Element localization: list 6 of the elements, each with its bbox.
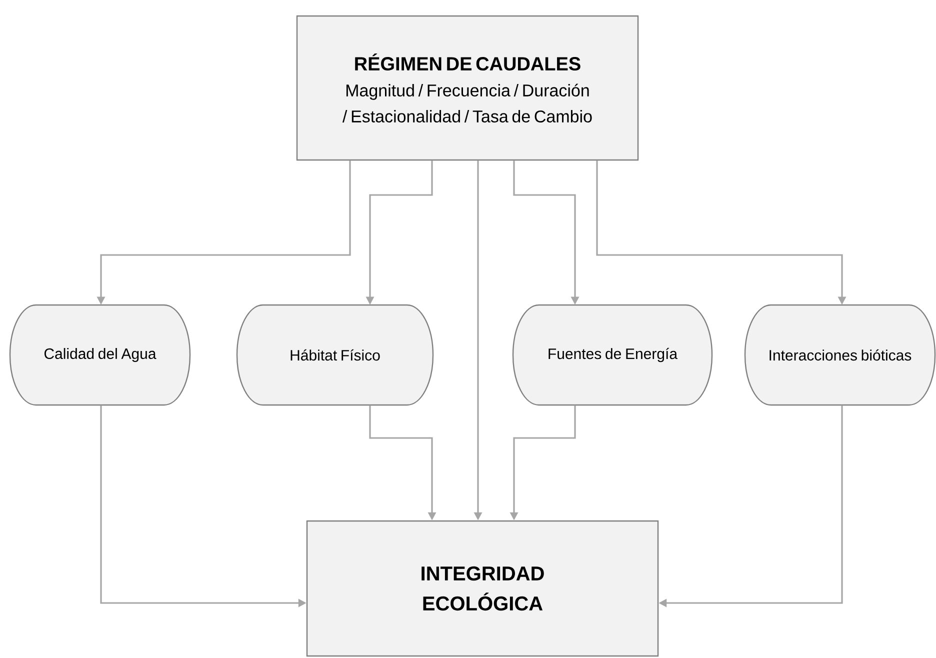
rounded-box: Hábitat Físico bbox=[236, 304, 434, 406]
rounded-box: Interacciones bióticas bbox=[744, 304, 936, 406]
process-box: RÉGIMEN DE CAUDALES Magnitud / Frecuencia / Duración / Estacionalidad / Tasa de Cambio bbox=[296, 15, 639, 161]
rounded-box: Fuentes de Energía bbox=[512, 304, 713, 406]
rounded-box: Calidad del Agua bbox=[9, 304, 191, 406]
process-box: INTEGRIDAD ECOLÓGICA bbox=[306, 520, 659, 657]
